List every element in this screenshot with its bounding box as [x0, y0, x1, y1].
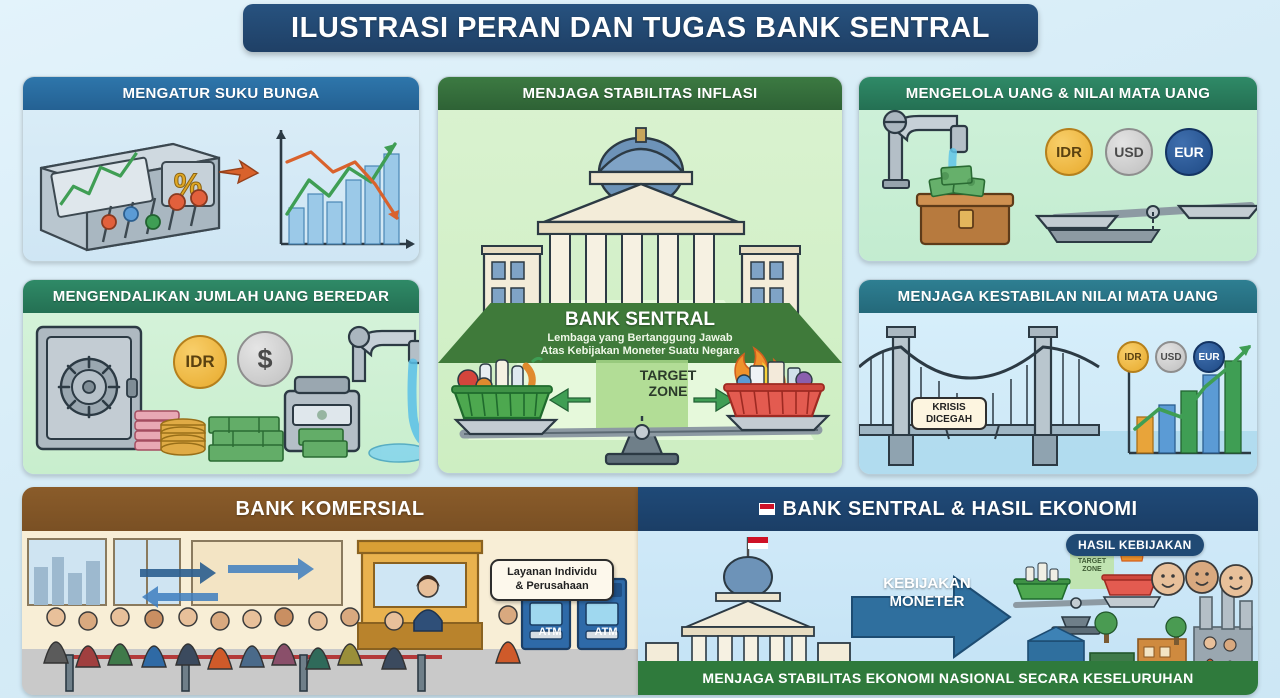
- card-interest-rate: MENGATUR SUKU BUNGA %: [22, 76, 420, 262]
- card-manage-money: MENGELOLA UANG & NILAI MATA UANG: [858, 76, 1258, 262]
- result-faces: [1151, 560, 1253, 598]
- card-exchange-stability: MENJAGA KESTABILAN NILAI MATA UANG: [858, 279, 1258, 475]
- card-inflation-header: MENJAGA STABILITAS INFLASI: [438, 77, 842, 110]
- mini-target-zone-label: TARGET ZONE: [1070, 558, 1114, 573]
- panel-central-header: BANK SENTRAL & HASIL EKONOMI: [638, 487, 1258, 531]
- indonesia-flag-icon: [758, 503, 775, 515]
- card-manage-money-title: MENGELOLA UANG & NILAI MATA UANG: [905, 85, 1211, 102]
- dollar-coin-big: $: [237, 331, 293, 387]
- panel-commercial-bank: BANK KOMERSIAL: [22, 487, 638, 695]
- vault-money-printer-illustration: [35, 325, 419, 463]
- bank-sentral-nameplate: BANK SENTRAL Lembaga yang Bertanggung Ja…: [438, 303, 842, 363]
- card-interest-rate-header: MENGATUR SUKU BUNGA: [23, 77, 419, 110]
- exchange-coin-group: IDR USD EUR: [1117, 341, 1225, 373]
- target-zone-line-2: ZONE: [648, 383, 688, 400]
- card-money-supply-header: MENGENDALIKAN JUMLAH UANG BEREDAR: [23, 280, 419, 313]
- teller-desk: [356, 539, 484, 650]
- control-panel-icon: %: [39, 142, 221, 252]
- panel-commercial-body: ATM ATM Layanan Individu & Perusahaan: [22, 531, 638, 695]
- coin-idr-small: IDR: [1117, 341, 1149, 373]
- card-money-supply-body: IDR $: [23, 313, 419, 474]
- right-arrow-icon: [693, 387, 736, 413]
- page-title-text: ILUSTRASI PERAN DAN TUGAS BANK SENTRAL: [291, 11, 990, 44]
- card-inflation-body: BANK SENTRAL Lembaga yang Bertanggung Ja…: [438, 110, 842, 473]
- idr-coin-big: IDR: [173, 335, 227, 389]
- card-manage-money-header: MENGELOLA UANG & NILAI MATA UANG: [859, 77, 1257, 110]
- card-exchange-body: KRISIS DICEGAH IDR USD EUR: [859, 313, 1257, 474]
- inflation-balance-scale: [451, 346, 831, 466]
- left-arrow-icon: [548, 387, 591, 413]
- page-title: ILUSTRASI PERAN DAN TUGAS BANK SENTRAL: [243, 4, 1038, 52]
- crisis-sign-line-2: DICEGAH: [925, 413, 973, 425]
- card-money-supply: MENGENDALIKAN JUMLAH UANG BEREDAR: [22, 279, 420, 475]
- crisis-sign-line-1: KRISIS: [932, 402, 966, 413]
- result-badge: HASIL KEBIJAKAN: [1066, 534, 1204, 556]
- card-inflation-title: MENJAGA STABILITAS INFLASI: [522, 85, 758, 102]
- result-badge-wrap: HASIL KEBIJAKAN: [1066, 534, 1204, 556]
- crisis-prevented-sign: KRISIS DICEGAH: [911, 397, 987, 430]
- suspension-bridge-icon: [859, 326, 1100, 466]
- monetary-policy-arrow: [851, 575, 1012, 659]
- services-callout: Layanan Individu & Perusahaan: [490, 559, 614, 601]
- policy-line-2: MONETER: [889, 593, 965, 610]
- card-exchange-title: MENJAGA KESTABILAN NILAI MATA UANG: [897, 288, 1219, 305]
- services-callout-line-1: Layanan Individu: [507, 566, 597, 578]
- bank-building-icon: [481, 127, 801, 331]
- coin-usd-small: USD: [1155, 341, 1187, 373]
- institution-name: BANK SENTRAL: [565, 309, 715, 330]
- interest-trend-chart: [276, 130, 415, 249]
- treasure-chest-icon: [915, 165, 1015, 246]
- policy-line-1: KEBIJAKAN: [883, 575, 971, 592]
- money-printer-icon: [283, 375, 361, 458]
- green-basket-icon: [451, 356, 553, 420]
- coin-eur-small: EUR: [1193, 341, 1225, 373]
- atm-label-1: ATM: [538, 626, 562, 638]
- panel-central-bank-results: BANK SENTRAL & HASIL EKONOMI: [638, 487, 1258, 695]
- panel-central-title: BANK SENTRAL & HASIL EKONOMI: [782, 497, 1138, 520]
- panel-commercial-header: BANK KOMERSIAL: [22, 487, 638, 531]
- currency-balance-scale: [1034, 202, 1257, 243]
- coin-stacks-icon: [134, 410, 284, 462]
- bank-branch-scene: [22, 531, 638, 695]
- institution-subtitle-2: Atas Kebijakan Moneter Suatu Negara: [540, 345, 740, 357]
- target-zone-label: TARGET ZONE: [623, 367, 713, 399]
- card-interest-rate-title: MENGATUR SUKU BUNGA: [122, 85, 320, 102]
- coin-usd: USD: [1105, 128, 1153, 176]
- coin-eur: EUR: [1165, 128, 1213, 176]
- card-inflation-stability: MENJAGA STABILITAS INFLASI: [437, 76, 843, 474]
- coin-dollar-label: $: [237, 331, 293, 387]
- card-money-supply-title: MENGENDALIKAN JUMLAH UANG BEREDAR: [52, 288, 390, 305]
- interest-rate-illustration: %: [39, 130, 415, 252]
- customer-queue: [43, 605, 521, 670]
- panel-central-footer-text: MENJAGA STABILITAS EKONOMI NASIONAL SECA…: [702, 670, 1194, 686]
- monetary-policy-label: KEBIJAKAN MONETER: [872, 575, 982, 611]
- orange-arrow-icon: [218, 159, 260, 185]
- mini-target-line-2: ZONE: [1082, 565, 1102, 573]
- institution-subtitle-1: Lembaga yang Bertanggung Jawab: [547, 332, 733, 344]
- atm-label-2: ATM: [594, 626, 618, 638]
- coin-idr-label: IDR: [173, 335, 227, 389]
- card-interest-rate-body: %: [23, 110, 419, 261]
- currency-coin-group: IDR USD EUR: [1045, 128, 1213, 176]
- bridge-and-growth-illustration: [859, 326, 1257, 474]
- coin-idr: IDR: [1045, 128, 1093, 176]
- card-manage-money-body: IDR USD EUR: [859, 109, 1257, 261]
- red-basket-flames-icon: [723, 346, 825, 418]
- panel-commercial-title: BANK KOMERSIAL: [235, 497, 425, 520]
- panel-central-footer: MENJAGA STABILITAS EKONOMI NASIONAL SECA…: [638, 661, 1258, 695]
- mini-target-line-1: TARGET: [1077, 558, 1107, 565]
- faucet-and-scale-illustration: [882, 109, 1257, 246]
- services-callout-line-2: & Perusahaan: [515, 579, 589, 592]
- target-zone-line-1: TARGET: [639, 367, 697, 383]
- vault-icon: [35, 325, 143, 451]
- faucet-water-icon: [347, 325, 419, 463]
- card-exchange-header: MENJAGA KESTABILAN NILAI MATA UANG: [859, 280, 1257, 313]
